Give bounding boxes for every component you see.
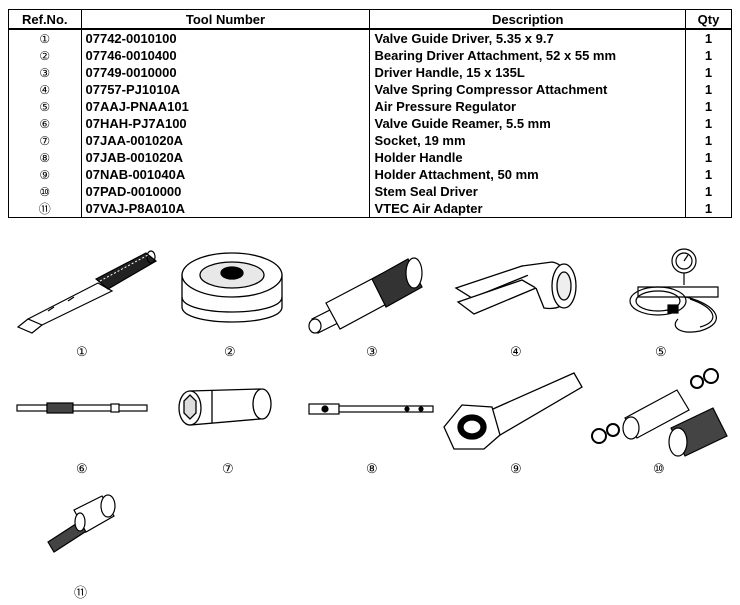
header-tool-number: Tool Number (80, 9, 371, 30)
ref-no-cell: ④ (8, 81, 82, 98)
figure-label-3: ③ (366, 345, 378, 360)
figure-label-8: ⑧ (366, 462, 378, 477)
holder-handle-figure (308, 403, 434, 415)
description-cell: Socket, 19 mm (369, 132, 687, 149)
figure-label-7: ⑦ (222, 462, 234, 477)
tool-number-cell: 07742-0010100 (80, 29, 371, 47)
tool-number-cell: 07746-0010400 (80, 47, 371, 64)
tool-number-cell: 07749-0010000 (80, 64, 371, 81)
figure-label-1: ① (76, 345, 88, 360)
figure-label-5: ⑤ (655, 345, 667, 360)
ref-no-cell: ⑤ (8, 98, 82, 115)
qty-cell: 1 (685, 47, 732, 64)
table-header-row: Ref.No. Tool Number Description Qty (8, 9, 732, 30)
description-cell: Valve Guide Reamer, 5.5 mm (369, 115, 687, 132)
qty-cell: 1 (685, 166, 732, 183)
description-cell: Valve Guide Driver, 5.35 x 9.7 (369, 29, 687, 47)
description-cell: Driver Handle, 15 x 135L (369, 64, 687, 81)
tool-number-cell: 07AAJ-PNAA101 (80, 98, 371, 115)
description-cell: Stem Seal Driver (369, 183, 687, 200)
stem-seal-driver-figure (591, 368, 728, 457)
figure-label-2: ② (224, 345, 236, 360)
holder-attachment-50mm-figure (443, 372, 583, 450)
tool-number-cell: 07HAH-PJ7A100 (80, 115, 371, 132)
header-description: Description (369, 9, 687, 30)
air-pressure-regulator-figure (629, 248, 719, 333)
figure-label-4: ④ (510, 345, 522, 360)
qty-cell: 1 (685, 200, 732, 218)
ref-no-cell: ⑨ (8, 166, 82, 183)
qty-cell: 1 (685, 29, 732, 47)
qty-cell: 1 (685, 149, 732, 166)
figure-label-9: ⑨ (510, 462, 522, 477)
bearing-driver-attachment-figure (181, 252, 283, 323)
tool-number-cell: 07757-PJ1010A (80, 81, 371, 98)
valve-guide-driver-figure (16, 250, 158, 334)
description-cell: VTEC Air Adapter (369, 200, 687, 218)
tool-number-cell: 07NAB-001040A (80, 166, 371, 183)
figure-label-11: ⑪ (74, 586, 88, 601)
ref-no-cell: ⑦ (8, 132, 82, 149)
driver-handle-figure (308, 257, 423, 334)
ref-no-cell: ⑪ (8, 200, 82, 218)
qty-cell: 1 (685, 98, 732, 115)
description-cell: Bearing Driver Attachment, 52 x 55 mm (369, 47, 687, 64)
ref-no-cell: ① (8, 29, 82, 47)
figure-label-6: ⑥ (76, 462, 88, 477)
socket-19mm-figure (178, 388, 272, 426)
header-qty: Qty (685, 9, 732, 30)
description-cell: Air Pressure Regulator (369, 98, 687, 115)
qty-cell: 1 (685, 64, 732, 81)
vtec-air-adapter-figure (47, 494, 116, 553)
ref-no-cell: ⑥ (8, 115, 82, 132)
description-cell: Holder Handle (369, 149, 687, 166)
figure-label-10: ⑩ (653, 462, 665, 477)
tool-number-cell: 07JAA-001020A (80, 132, 371, 149)
tool-number-cell: 07VAJ-P8A010A (80, 200, 371, 218)
tool-number-cell: 07PAD-0010000 (80, 183, 371, 200)
description-cell: Valve Spring Compressor Attachment (369, 81, 687, 98)
qty-cell: 1 (685, 132, 732, 149)
ref-no-cell: ⑧ (8, 149, 82, 166)
qty-cell: 1 (685, 183, 732, 200)
valve-spring-compressor-attachment-figure (454, 261, 577, 315)
description-cell: Holder Attachment, 50 mm (369, 166, 687, 183)
valve-guide-reamer-figure (16, 402, 148, 414)
header-ref-no: Ref.No. (8, 9, 82, 30)
qty-cell: 1 (685, 81, 732, 98)
ref-no-cell: ⑩ (8, 183, 82, 200)
qty-cell: 1 (685, 115, 732, 132)
tool-number-cell: 07JAB-001020A (80, 149, 371, 166)
ref-no-cell: ② (8, 47, 82, 64)
ref-no-cell: ③ (8, 64, 82, 81)
